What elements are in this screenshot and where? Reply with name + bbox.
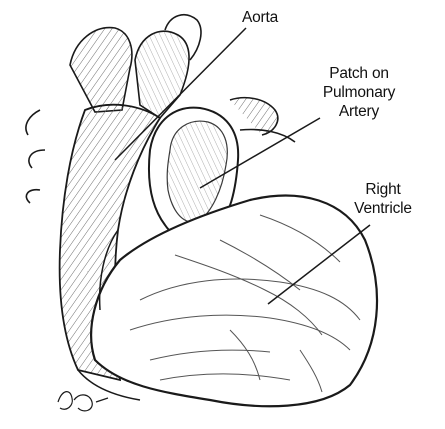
right-ventricle-shape (91, 196, 377, 407)
right-ventricle-label: Right Ventricle (340, 180, 426, 218)
patch-on-pulmonary-artery-label: Patch on Pulmonary Artery (306, 64, 412, 121)
artist-signature (58, 392, 108, 411)
aorta-label: Aorta (228, 8, 292, 27)
